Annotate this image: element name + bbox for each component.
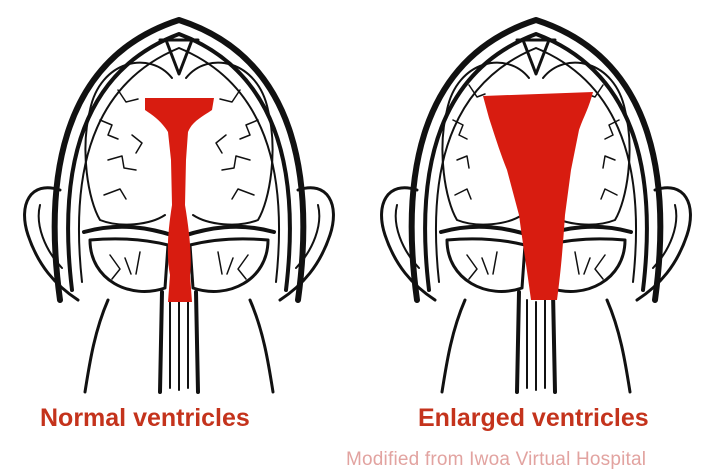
normal-ventricles-diagram bbox=[0, 0, 356, 400]
normal-ventricles-caption: Normal ventricles bbox=[40, 404, 250, 433]
source-credit: Modified from Iwoa Virtual Hospital bbox=[346, 449, 646, 471]
enlarged-ventricles-diagram bbox=[357, 0, 713, 400]
enlarged-ventricles-caption: Enlarged ventricles bbox=[418, 404, 649, 433]
